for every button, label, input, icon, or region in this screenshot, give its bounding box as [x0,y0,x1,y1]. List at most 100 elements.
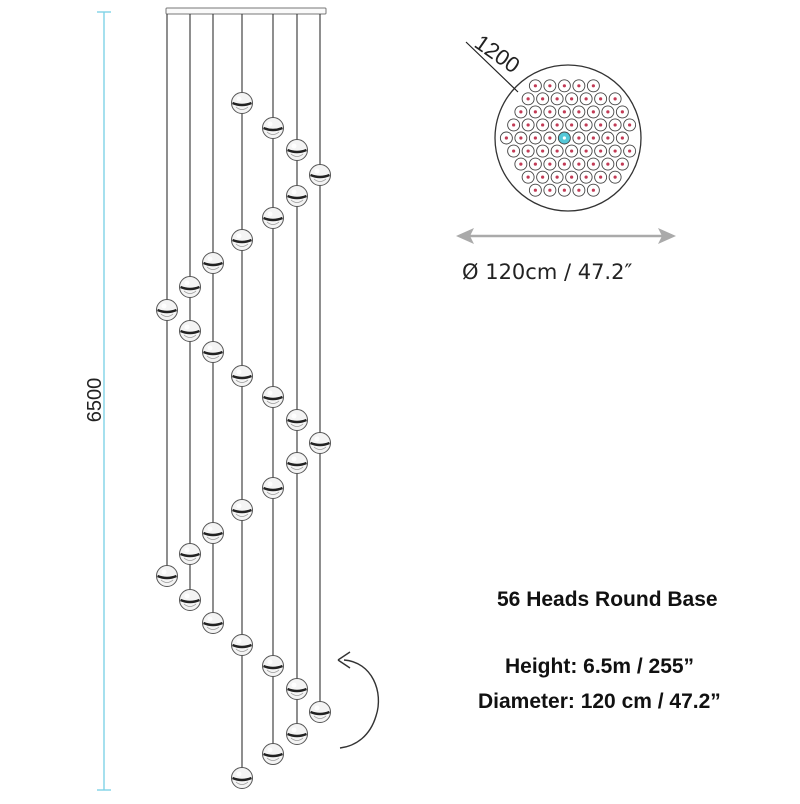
base-socket [543,105,557,119]
base-socket [528,79,542,93]
base-socket [615,131,629,145]
double-arrow-icon [456,228,676,244]
base-socket [543,79,557,93]
pendant-globes [156,92,331,789]
base-socket [550,170,564,184]
base-socket [565,170,579,184]
base-socket [572,79,586,93]
base-socket [579,144,593,158]
base-socket [550,118,564,132]
pendant-globe [231,365,253,387]
base-socket [521,144,535,158]
pendant-globe [262,207,284,229]
pendant-globe [309,701,331,723]
pendant-globe [231,92,253,114]
pendant-globe [262,655,284,677]
pendant-globe [286,185,308,207]
base-socket [528,105,542,119]
base-socket [528,131,542,145]
base-socket [572,131,586,145]
base-socket [594,170,608,184]
pendant-globe [179,543,201,565]
base-socket [557,79,571,93]
base-socket [594,118,608,132]
base-socket [565,92,579,106]
base-socket [565,118,579,132]
base-socket [536,170,550,184]
pendant-globe [309,432,331,454]
base-socket [565,144,579,158]
pendant-cables [166,14,321,768]
pendant-globe [309,164,331,186]
base-socket [507,144,521,158]
base-socket [615,105,629,119]
base-socket [550,92,564,106]
pendant-globe [179,320,201,342]
base-socket [601,157,615,171]
base-socket [601,131,615,145]
base-socket [608,144,622,158]
pendant-globe [286,723,308,745]
canopy-plate [165,7,327,15]
pendant-globe [262,477,284,499]
pendant-globe [231,499,253,521]
pendant-globe [202,341,224,363]
base-socket [543,183,557,197]
base-socket [594,92,608,106]
base-socket [594,144,608,158]
base-socket [528,157,542,171]
rotation-arrow-head [337,651,351,669]
base-center-socket [557,131,571,145]
base-socket [579,118,593,132]
base-socket [579,92,593,106]
base-socket [579,170,593,184]
pendant-globe [156,299,178,321]
base-socket [586,183,600,197]
pendant-globe [262,386,284,408]
base-socket [514,157,528,171]
base-dimension-leader [465,41,519,93]
height-dimension-label: 6500 [84,378,106,423]
base-socket [623,118,637,132]
base-socket [615,157,629,171]
base-socket [557,157,571,171]
base-socket [536,118,550,132]
base-diameter-label: 1200 [470,30,524,79]
pendant-globe [231,767,253,789]
base-socket [572,105,586,119]
pendant-globe [286,678,308,700]
double-arrow-head-left [456,228,474,244]
base-socket [514,105,528,119]
base-socket [536,92,550,106]
base-socket [586,79,600,93]
pendant-globe [262,117,284,139]
height-dimension-line [97,11,111,791]
base-socket [521,118,535,132]
pendant-globe [286,139,308,161]
base-socket [623,144,637,158]
pendant-globe [286,452,308,474]
pendant-globe [202,252,224,274]
product-spec-title: 56 Heads Round Base [497,588,718,611]
pendant-globe [179,276,201,298]
rotation-arrow-icon [337,651,380,749]
base-socket [586,157,600,171]
base-socket [536,144,550,158]
rotation-arrow-curve [339,659,380,749]
pendant-globe [202,522,224,544]
pendant-globe [156,565,178,587]
pendant-globe [286,409,308,431]
base-socket [608,92,622,106]
base-socket [557,105,571,119]
base-diameter-caption: Ø 120cm / 47.2″ [462,260,633,284]
double-arrow-head-right [658,228,676,244]
base-socket [543,157,557,171]
base-socket [572,183,586,197]
base-socket [572,157,586,171]
base-socket [543,131,557,145]
pendant-globe [231,634,253,656]
base-socket [557,183,571,197]
pendant-globe [179,589,201,611]
